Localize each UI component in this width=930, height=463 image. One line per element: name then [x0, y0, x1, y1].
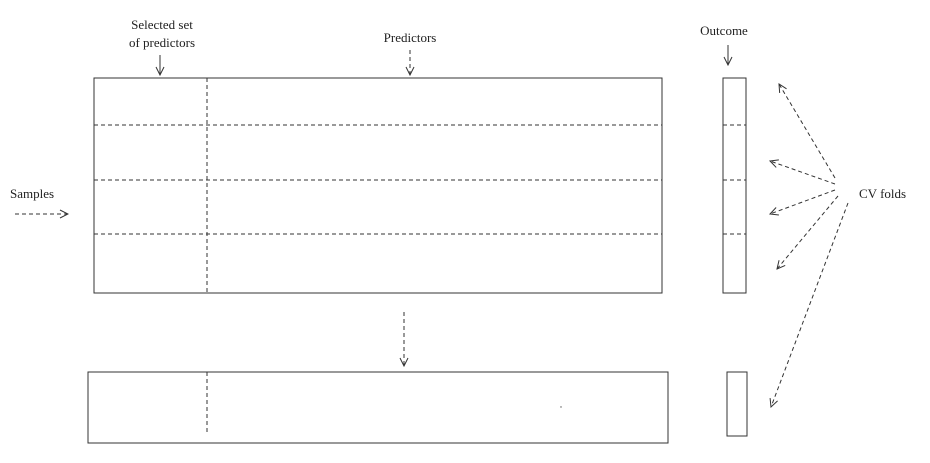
reduced-matrix [87, 371, 669, 444]
data-matrix [93, 77, 663, 294]
cv-fold-arrow [779, 84, 836, 179]
outcome-vector [722, 77, 747, 294]
outcome-label: Outcome [700, 23, 748, 38]
reduced-outcome-vector [726, 371, 748, 437]
stray-dot [560, 406, 562, 408]
cv-fold-arrows [770, 84, 849, 407]
cv-fold-arrow [771, 202, 849, 407]
selected-set-label-line1: Selected set [131, 17, 193, 32]
predictors-label: Predictors [384, 30, 437, 45]
cv-fold-arrow [777, 195, 839, 269]
selected-set-label-line2: of predictors [129, 35, 195, 50]
cv-folds-label: CV folds [859, 186, 906, 201]
samples-label: Samples [10, 186, 54, 201]
cv-fold-arrow [770, 161, 836, 185]
cv-fold-arrow [770, 189, 836, 214]
